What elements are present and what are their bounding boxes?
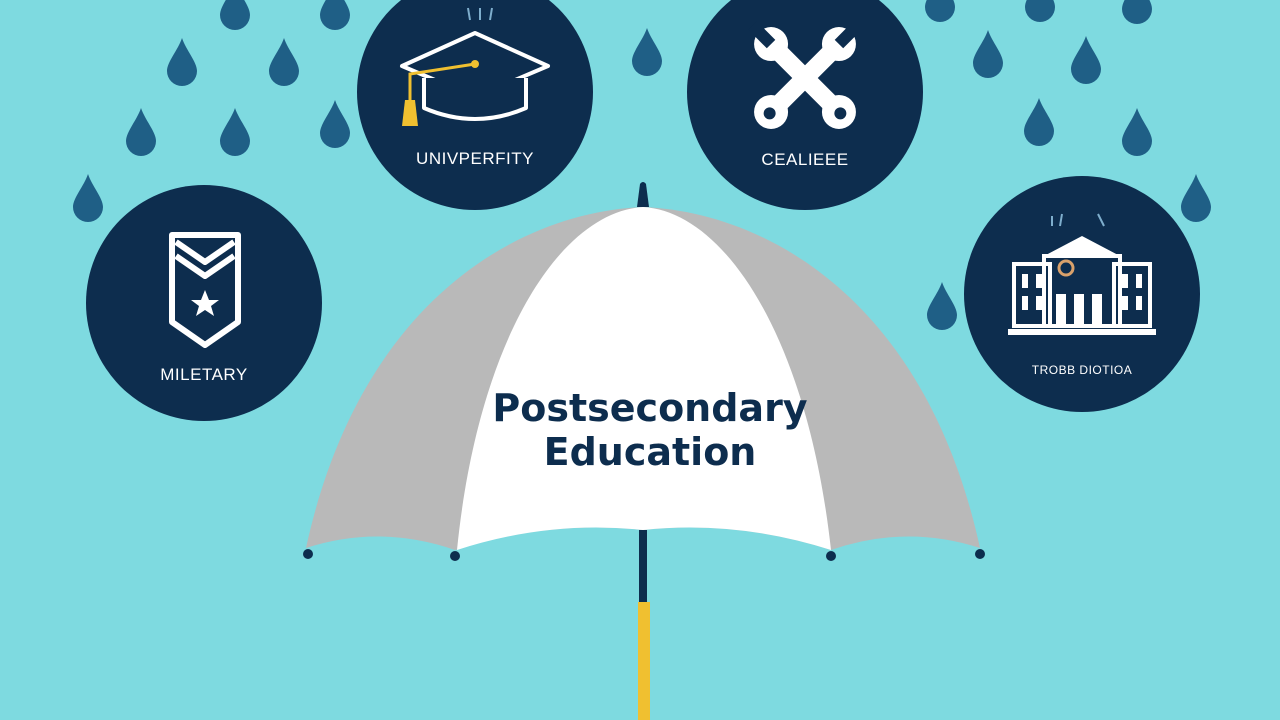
- rain-drop-icon: [220, 0, 250, 30]
- military-label: MILETARY: [160, 365, 248, 384]
- umbrella: [303, 182, 985, 720]
- umbrella-rib-tip: [826, 551, 836, 561]
- umbrella-tip: [637, 182, 649, 207]
- military-chevron-shield-icon: [169, 232, 241, 348]
- umbrella-canopy-center-panel: [457, 207, 831, 550]
- umbrella-title-line1: Postsecondary: [492, 386, 808, 430]
- college-circle: [687, 0, 923, 210]
- crossed-wrench-icon: [748, 21, 862, 129]
- umbrella-rib-tip: [975, 549, 985, 559]
- rain-drop-icon: [320, 0, 350, 30]
- school-building-icon: [1008, 213, 1156, 335]
- umbrella-title: Postsecondary Education: [400, 386, 900, 474]
- trade-school-label: TROBB DIOTIOA: [1031, 363, 1133, 377]
- umbrella-handle: [638, 602, 650, 720]
- umbrella-title-line2: Education: [543, 430, 757, 475]
- umbrella-rib-tip: [450, 551, 460, 561]
- umbrella-rib-tip: [303, 549, 313, 559]
- university-label: UNIVPERFITY: [416, 149, 534, 168]
- college-label: CEALIEEE: [761, 150, 849, 169]
- umbrella-shaft: [639, 530, 647, 604]
- graduation-cap-icon: [400, 7, 550, 126]
